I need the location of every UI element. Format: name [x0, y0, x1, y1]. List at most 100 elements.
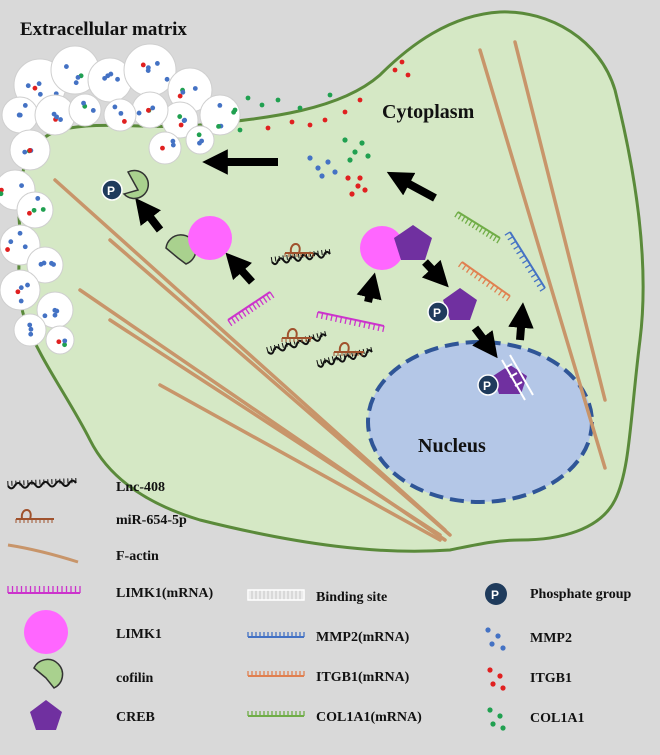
legend-icon-creb — [30, 700, 62, 730]
legend-label-itgb1: ITGB1 — [530, 671, 572, 686]
legend-label-phosphate: Phosphate group — [530, 587, 631, 602]
legend-label-lnc408: Lnc-408 — [116, 480, 165, 495]
limk1-circle-left — [188, 216, 232, 260]
secreted-dot — [322, 117, 328, 123]
phosphate-circle-nucleus — [477, 374, 499, 396]
mmp2-mrna-strand — [504, 231, 546, 292]
protein-dot — [352, 149, 358, 155]
vesicle-dot — [75, 74, 81, 80]
protein-dot — [355, 183, 361, 189]
vesicle-dot — [160, 145, 165, 151]
legend-label-mir654: miR-654-5p — [116, 513, 187, 528]
vesicle-dot — [22, 244, 28, 250]
vesicle-dot — [150, 105, 156, 111]
legend-icon-factin — [7, 543, 79, 564]
vesicle-dot — [37, 91, 43, 97]
vesicle-dot — [52, 312, 58, 318]
legend-icon-itgb1-mrna — [247, 671, 305, 677]
protein-dot — [349, 191, 355, 197]
secreted-dot — [232, 107, 238, 113]
lnc408-strand — [316, 347, 373, 368]
vesicle-dot — [180, 89, 186, 95]
vesicle-dot — [136, 110, 142, 116]
vesicle-dot — [27, 210, 32, 216]
legend-icon-phosphate — [485, 583, 507, 605]
protein-dot — [345, 175, 351, 181]
legend-icon-mir654 — [15, 509, 54, 523]
legend-label-binding: Binding site — [316, 590, 387, 605]
vesicle-dot — [25, 83, 31, 89]
vesicle-dot — [121, 119, 127, 124]
vesicle-dot — [73, 80, 79, 86]
legend-icon-col1a1 — [487, 707, 493, 713]
f-actin-filaments — [53, 40, 607, 542]
protein-dot — [332, 169, 338, 175]
legend-label-limk1_mrna: LIMK1(mRNA) — [116, 586, 214, 601]
legend-icon-itgb1 — [500, 685, 506, 691]
ecm-vesicle — [199, 94, 241, 136]
vesicle-dot — [15, 289, 21, 295]
col1a1-mrna-strand — [454, 211, 501, 244]
legend-icon-mmp2 — [500, 645, 506, 651]
vesicle-dot — [27, 322, 33, 328]
legend-icon-mmp2 — [485, 627, 491, 633]
mir654-bound — [281, 328, 312, 342]
vesicle-dot — [118, 110, 124, 116]
ecm-vesicle — [148, 131, 182, 165]
vesicle-dot — [18, 285, 24, 291]
binding-site-nucleus — [501, 354, 534, 401]
vesicle-dot — [154, 61, 160, 66]
legend-label-itgb1_mrna: ITGB1(mRNA) — [316, 670, 410, 685]
secreted-dot — [342, 109, 348, 115]
lnc408-strand — [270, 248, 331, 266]
vesicle-dot — [31, 207, 37, 213]
mir654-bound — [333, 342, 364, 356]
vesicle-dot — [216, 124, 221, 129]
vesicle-dot — [51, 111, 57, 117]
vesicle-dot — [62, 342, 67, 348]
legend-label-creb: CREB — [116, 710, 155, 725]
secreted-protein-dots — [307, 137, 371, 197]
protein-dot — [347, 157, 353, 163]
creb-pentagon-mid — [443, 288, 477, 320]
vesicle-dot — [8, 239, 14, 245]
phosphate-letter-nucleus: P — [483, 379, 491, 393]
mir654-bound — [284, 243, 314, 257]
vesicle-dot — [196, 132, 202, 138]
vesicle-dot — [25, 282, 30, 288]
vesicle-dot — [16, 112, 22, 118]
vesicle-dot — [28, 326, 34, 332]
vesicle-dot — [164, 76, 170, 82]
ecm-vesicle — [68, 93, 102, 127]
protein-dot — [315, 165, 321, 171]
vesicle-dot — [36, 81, 42, 87]
vesicle-dot — [5, 247, 10, 252]
vesicle-dot — [40, 207, 46, 212]
vesicle-dot — [32, 85, 38, 91]
secreted-dot — [399, 59, 405, 65]
vesicle-dot — [35, 196, 41, 201]
vesicle-dot — [178, 122, 184, 128]
pathway-arrows — [135, 149, 534, 359]
itgb1-mrna-strand — [458, 261, 511, 302]
vesicle-dot — [56, 339, 62, 345]
vesicle-dot — [102, 75, 108, 81]
extracellular-vesicles — [0, 43, 411, 355]
secreted-dot — [289, 119, 295, 125]
protein-dot — [325, 159, 331, 165]
vesicle-dot — [0, 191, 4, 197]
legend-label-factin: F-actin — [116, 549, 159, 564]
legend-label-col1a1: COL1A1 — [530, 711, 584, 726]
legend-label-mmp2: MMP2 — [530, 631, 572, 646]
vesicle-dot — [140, 62, 146, 68]
vesicle-dot — [52, 307, 58, 313]
creb-pentagon-top — [394, 225, 432, 260]
limk1-mrna-strand — [316, 311, 385, 333]
vesicle-dot — [42, 313, 48, 319]
secreted-dot — [357, 97, 363, 103]
legend-icon-col1a1 — [500, 725, 506, 731]
secreted-dot — [245, 95, 251, 101]
protein-dot — [357, 175, 363, 181]
legend-label-col1a1_mrna: COL1A1(mRNA) — [316, 710, 422, 725]
